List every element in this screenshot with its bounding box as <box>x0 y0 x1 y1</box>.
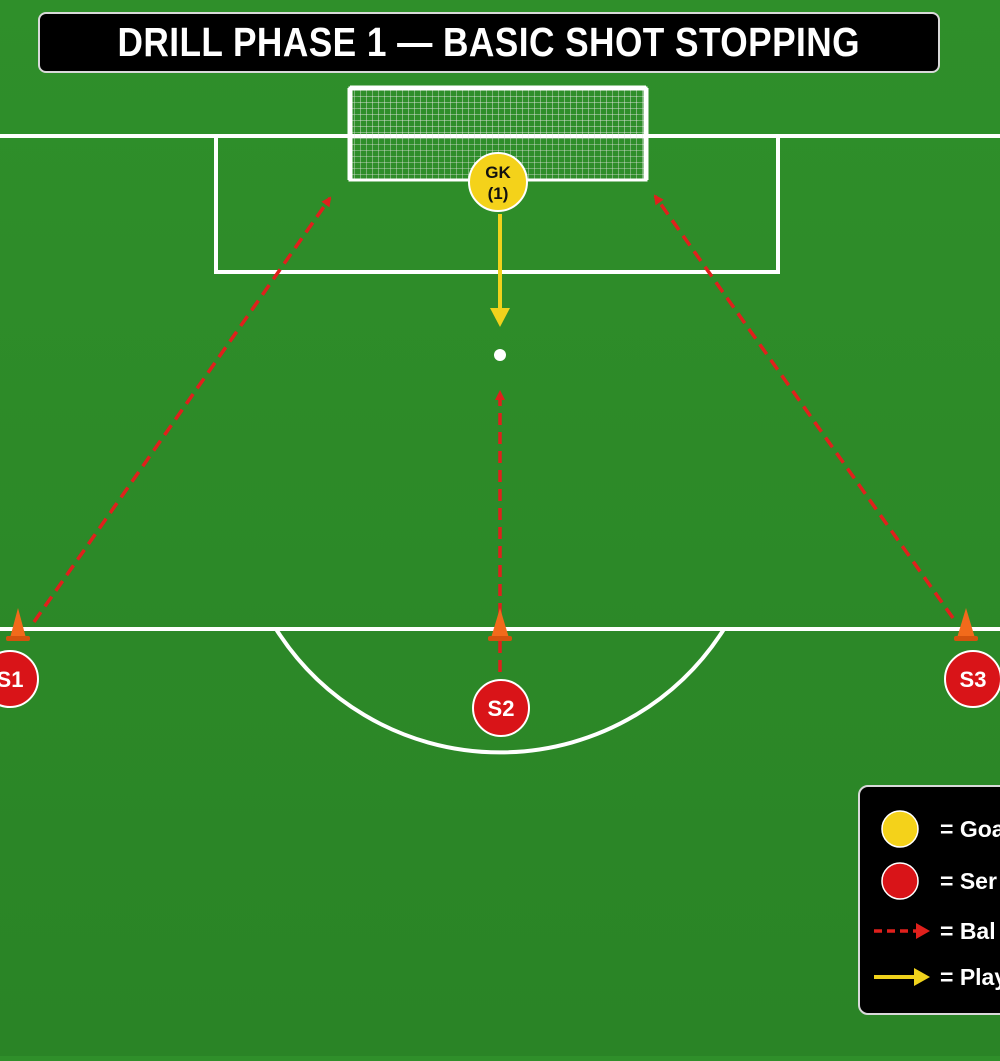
legend-item-player-movement: = Play <box>860 957 1000 997</box>
legend-item-ball-path: = Bal <box>860 911 1000 951</box>
legend-text-player-movement: = Play <box>940 964 1000 990</box>
cone-s3 <box>954 608 978 641</box>
cone-s1 <box>6 608 30 641</box>
page-title: DRILL PHASE 1 — BASIC SHOT STOPPING <box>117 19 861 65</box>
goalkeeper-label-2: (1) <box>488 184 509 203</box>
gk-movement-arrow <box>490 214 510 327</box>
title-banner: DRILL PHASE 1 — BASIC SHOT STOPPING <box>38 12 940 73</box>
server-token-s1: S1 <box>0 650 39 708</box>
yellow-circle-icon <box>881 810 919 848</box>
legend: = Goa = Ser = Bal = Play <box>858 785 1000 1015</box>
penalty-arc <box>274 627 726 755</box>
server-label-s1: S1 <box>0 667 23 692</box>
penalty-spot <box>494 349 506 361</box>
server-token-s3: S3 <box>944 650 1000 708</box>
server-label-s3: S3 <box>960 667 987 692</box>
cones <box>6 608 978 641</box>
legend-item-goalkeeper: = Goa <box>860 809 1000 849</box>
yellow-arrow-icon <box>874 968 930 986</box>
ball-path-s1 <box>32 196 332 624</box>
red-dashed-arrow-icon <box>874 923 930 939</box>
goalkeeper-label-1: GK <box>485 163 511 182</box>
legend-text-server: = Ser <box>940 868 997 894</box>
server-token-s2: S2 <box>472 679 530 737</box>
goal-area <box>214 136 780 274</box>
cone-s2 <box>488 608 512 641</box>
goalkeeper-token: GK (1) <box>468 152 528 212</box>
legend-text-ball-path: = Bal <box>940 918 996 944</box>
red-circle-icon <box>881 862 919 900</box>
legend-item-server: = Ser <box>860 861 1000 901</box>
goal-net-back <box>358 96 638 138</box>
server-label-s2: S2 <box>488 696 515 721</box>
legend-text-goalkeeper: = Goa <box>940 816 1000 842</box>
ball-path-s3 <box>653 194 955 620</box>
